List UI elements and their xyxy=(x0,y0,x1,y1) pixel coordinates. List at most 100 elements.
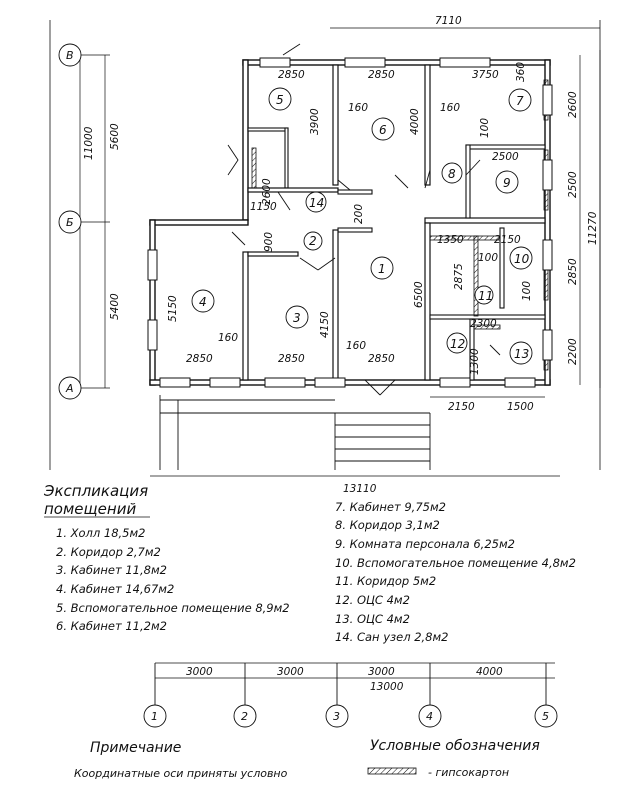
svg-text:3. Кабинет 11,8м2: 3. Кабинет 11,8м2 xyxy=(56,563,167,577)
svg-text:3900: 3900 xyxy=(309,108,321,135)
svg-text:13: 13 xyxy=(514,347,529,361)
axis-bubbles xyxy=(58,43,558,728)
svg-text:12: 12 xyxy=(450,337,465,351)
dim-top: 7110 xyxy=(435,15,462,27)
svg-text:5: 5 xyxy=(276,93,284,107)
svg-text:10: 10 xyxy=(514,252,530,266)
svg-text:1. Холл 18,5м2: 1. Холл 18,5м2 xyxy=(56,526,146,540)
axis-dim-3: 3000 xyxy=(368,666,395,678)
doors xyxy=(227,43,501,396)
svg-text:160: 160 xyxy=(440,102,460,114)
svg-text:5150: 5150 xyxy=(167,295,179,322)
svg-text:900: 900 xyxy=(263,232,275,252)
svg-text:2150: 2150 xyxy=(494,234,521,246)
svg-text:2600: 2600 xyxy=(261,178,273,205)
svg-text:2850: 2850 xyxy=(368,69,395,81)
dim-right-4: 2200 xyxy=(567,338,579,365)
explication-col1: 1. Холл 18,5м2 2. Коридор 2,7м2 3. Кабин… xyxy=(56,526,290,633)
dim-left-lower: 5400 xyxy=(109,293,121,320)
axis-label-5: 5 xyxy=(542,710,549,723)
explication-title-1: Экспликация xyxy=(43,482,148,500)
svg-text:14: 14 xyxy=(309,196,324,210)
svg-text:8. Коридор 3,1м2: 8. Коридор 3,1м2 xyxy=(335,518,440,532)
svg-text:7. Кабинет 9,75м2: 7. Кабинет 9,75м2 xyxy=(335,500,446,514)
svg-text:2850: 2850 xyxy=(278,353,305,365)
dim-bottom-1: 2150 xyxy=(448,401,475,413)
svg-text:4000: 4000 xyxy=(409,108,421,135)
svg-text:8: 8 xyxy=(448,167,456,181)
axis-dim-4: 4000 xyxy=(476,666,503,678)
svg-text:4. Кабинет 14,67м2: 4. Кабинет 14,67м2 xyxy=(56,582,174,596)
svg-text:5. Вспомогательное помещение 8: 5. Вспомогательное помещение 8,9м2 xyxy=(56,601,290,615)
svg-text:1350: 1350 xyxy=(437,234,464,246)
inner-dimensions: 2850 2850 3750 360 3900 4000 160 160 100… xyxy=(167,62,533,375)
entrance-stairs xyxy=(159,395,431,470)
svg-text:1300: 1300 xyxy=(469,348,481,375)
svg-text:3750: 3750 xyxy=(472,69,499,81)
axis-label-1: 1 xyxy=(151,710,158,723)
note-title: Примечание xyxy=(90,740,181,756)
svg-text:2850: 2850 xyxy=(368,353,395,365)
svg-text:160: 160 xyxy=(218,332,238,344)
svg-text:12. ОЦС 4м2: 12. ОЦС 4м2 xyxy=(335,593,410,607)
legend-text: - гипсокартон xyxy=(428,766,509,779)
svg-text:13. ОЦС 4м2: 13. ОЦС 4м2 xyxy=(335,612,410,626)
dim-right-1: 2600 xyxy=(567,91,579,118)
explication-col2: 7. Кабинет 9,75м2 8. Коридор 3,1м2 9. Ко… xyxy=(335,500,576,644)
note-text: Координатные оси приняты условно xyxy=(74,767,288,780)
svg-text:160: 160 xyxy=(348,102,368,114)
svg-text:2850: 2850 xyxy=(186,353,213,365)
dim-right-2: 2500 xyxy=(567,171,579,198)
room-numbers: 1 2 3 4 5 6 7 8 9 10 11 12 13 14 xyxy=(199,93,530,361)
walls xyxy=(149,59,551,386)
dim-overall: 13110 xyxy=(343,483,377,495)
svg-text:2500: 2500 xyxy=(492,151,519,163)
axis-label-4: 4 xyxy=(426,710,433,723)
svg-text:10. Вспомогательное помещение: 10. Вспомогательное помещение 4,8м2 xyxy=(335,556,576,570)
svg-text:2: 2 xyxy=(309,234,317,248)
svg-text:6500: 6500 xyxy=(413,281,425,308)
svg-text:2. Коридор 2,7м2: 2. Коридор 2,7м2 xyxy=(56,545,161,559)
svg-text:6: 6 xyxy=(379,123,387,137)
svg-text:9: 9 xyxy=(503,176,511,190)
svg-text:7: 7 xyxy=(516,94,524,108)
explication-title-2: помещений xyxy=(44,500,136,518)
svg-text:11: 11 xyxy=(478,289,493,303)
svg-text:11. Коридор 5м2: 11. Коридор 5м2 xyxy=(335,574,436,588)
axis-dim-2: 3000 xyxy=(277,666,304,678)
svg-text:14. Сан узел 2,8м2: 14. Сан узел 2,8м2 xyxy=(335,630,448,644)
room-circles xyxy=(191,87,533,365)
dim-right-3: 2850 xyxy=(567,258,579,285)
svg-text:100: 100 xyxy=(479,118,491,138)
legend-hatch-sample xyxy=(367,767,417,775)
axis-dim-1: 3000 xyxy=(186,666,213,678)
svg-text:3: 3 xyxy=(293,311,301,325)
svg-text:160: 160 xyxy=(346,340,366,352)
dim-left-upper: 5600 xyxy=(109,123,121,150)
legend-title: Условные обозначения xyxy=(370,738,540,754)
windows xyxy=(147,57,553,388)
svg-text:4: 4 xyxy=(199,295,207,309)
svg-text:200: 200 xyxy=(353,204,365,224)
axis-label-a: А xyxy=(65,382,74,395)
svg-text:9. Комната персонала 6,25м2: 9. Комната персонала 6,25м2 xyxy=(335,537,515,551)
svg-text:2850: 2850 xyxy=(278,69,305,81)
svg-text:1: 1 xyxy=(378,262,386,276)
dim-left-total: 11000 xyxy=(83,126,95,160)
svg-text:100: 100 xyxy=(521,281,533,301)
dim-right-total: 11270 xyxy=(587,211,599,245)
svg-text:1150: 1150 xyxy=(250,201,277,213)
svg-text:6. Кабинет 11,2м2: 6. Кабинет 11,2м2 xyxy=(56,619,167,633)
dim-bottom-2: 1500 xyxy=(507,401,534,413)
axis-label-3: 3 xyxy=(333,710,340,723)
axis-label-b: Б xyxy=(66,216,74,229)
axis-dim-total: 13000 xyxy=(370,681,404,693)
axis-label-v: В xyxy=(66,49,74,62)
svg-text:2300: 2300 xyxy=(470,318,497,330)
svg-text:100: 100 xyxy=(478,252,498,264)
svg-text:4150: 4150 xyxy=(319,311,331,338)
svg-text:2875: 2875 xyxy=(453,263,465,290)
svg-text:360: 360 xyxy=(515,62,527,82)
axis-label-2: 2 xyxy=(241,710,248,723)
